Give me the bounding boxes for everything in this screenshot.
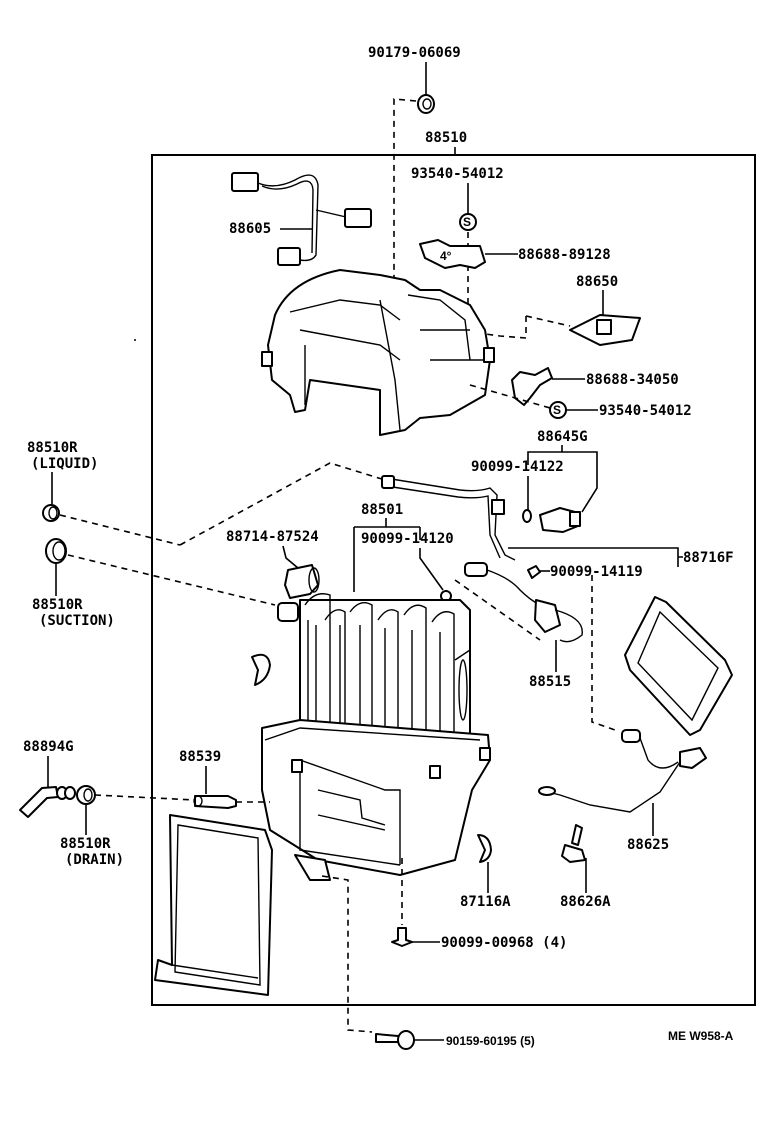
bracket-88688-89128[interactable]: 4° 88688-89128 (419, 239, 611, 269)
assembly-frame (151, 147, 756, 1006)
svg-text:S: S (463, 215, 471, 229)
label-90099-14122: 90099-14122 (471, 459, 564, 475)
label-90099-14119: 90099-14119 (550, 564, 643, 580)
label-88625: 88625 (627, 837, 669, 853)
insulator-88714-87524[interactable]: 88714-87524 (226, 529, 320, 599)
svg-text:4°: 4° (440, 249, 452, 263)
label-suction-note: (SUCTION) (39, 613, 115, 629)
sensor-88716F[interactable]: 88716F 90099-14119 (508, 547, 734, 580)
liquid-pipe[interactable] (179, 462, 516, 561)
label-93540-54012-mid: 93540-54012 (599, 403, 692, 419)
label-drain-note: (DRAIN) (65, 852, 124, 868)
label-90099-00968: 90099-00968 (4) (441, 935, 567, 951)
wire-harness-88605[interactable]: 88605 (229, 172, 372, 266)
svg-text:S: S (553, 403, 561, 417)
label-88510R-suction: 88510R (32, 597, 83, 613)
label-88510R-liquid: 88510R (27, 440, 78, 456)
wire-harness-88625[interactable]: 88625 (538, 575, 707, 853)
clip-87116A[interactable]: 87116A (460, 834, 511, 910)
label-88539: 88539 (179, 749, 221, 765)
label-88688-34050: 88688-34050 (586, 372, 679, 388)
label-93540-54012-top: 93540-54012 (411, 166, 504, 182)
screw-93540-54012-top[interactable]: 93540-54012 S (411, 166, 504, 320)
label-88645G: 88645G (537, 429, 588, 445)
upper-case[interactable] (261, 269, 495, 436)
label-88688-89128: 88688-89128 (518, 247, 611, 263)
label-88650: 88650 (576, 274, 618, 290)
screw-90099-00968[interactable]: 90099-00968 (4) (391, 858, 567, 951)
label-90179-06069: 90179-06069 (368, 45, 461, 61)
label-88510: 88510 (425, 130, 467, 146)
label-88501: 88501 (361, 502, 403, 518)
label-88894G: 88894G (23, 739, 74, 755)
lower-case[interactable] (261, 719, 491, 881)
label-88605: 88605 (229, 221, 271, 237)
drain-hose-88894G[interactable]: 88894G (19, 739, 76, 818)
bracket-88688-34050[interactable]: 88688-34050 (511, 367, 679, 406)
label-liquid-note: (LIQUID) (31, 456, 98, 472)
relay-88650[interactable]: 88650 (477, 274, 641, 346)
screw-93540-54012-mid[interactable]: S 93540-54012 (469, 384, 692, 419)
label-88714-87524: 88714-87524 (226, 529, 319, 545)
label-90099-14120: 90099-14120 (361, 531, 454, 547)
o-ring-88510R-liquid[interactable]: 88510R (LIQUID) (27, 440, 181, 546)
clip-left[interactable] (251, 653, 271, 686)
label-88626A: 88626A (560, 894, 611, 910)
label-90159-60195: 90159-60195 (5) (446, 1034, 535, 1048)
o-ring-88510R-suction[interactable]: 88510R (SUCTION) (32, 538, 276, 629)
seal-frame-right[interactable] (624, 596, 733, 736)
seal-frame-left[interactable] (154, 814, 273, 996)
reference-code: ME W958-A (668, 1029, 734, 1043)
label-88716F: 88716F (683, 550, 734, 566)
drain-plug-88539[interactable]: 88539 (179, 749, 270, 809)
pressure-switch-88645G[interactable]: 88645G 90099-14122 (471, 429, 598, 533)
screw-90159-60195[interactable]: 90159-60195 (5) (321, 875, 535, 1050)
label-87116A: 87116A (460, 894, 511, 910)
sensor-88626A[interactable]: 88626A (560, 824, 611, 910)
thermistor-88515[interactable]: 88515 (454, 562, 583, 690)
label-88510R-drain: 88510R (60, 836, 111, 852)
o-ring-88510R-drain[interactable]: 88510R (DRAIN) (60, 785, 196, 868)
label-88515: 88515 (529, 674, 571, 690)
stray-mark (134, 339, 136, 341)
